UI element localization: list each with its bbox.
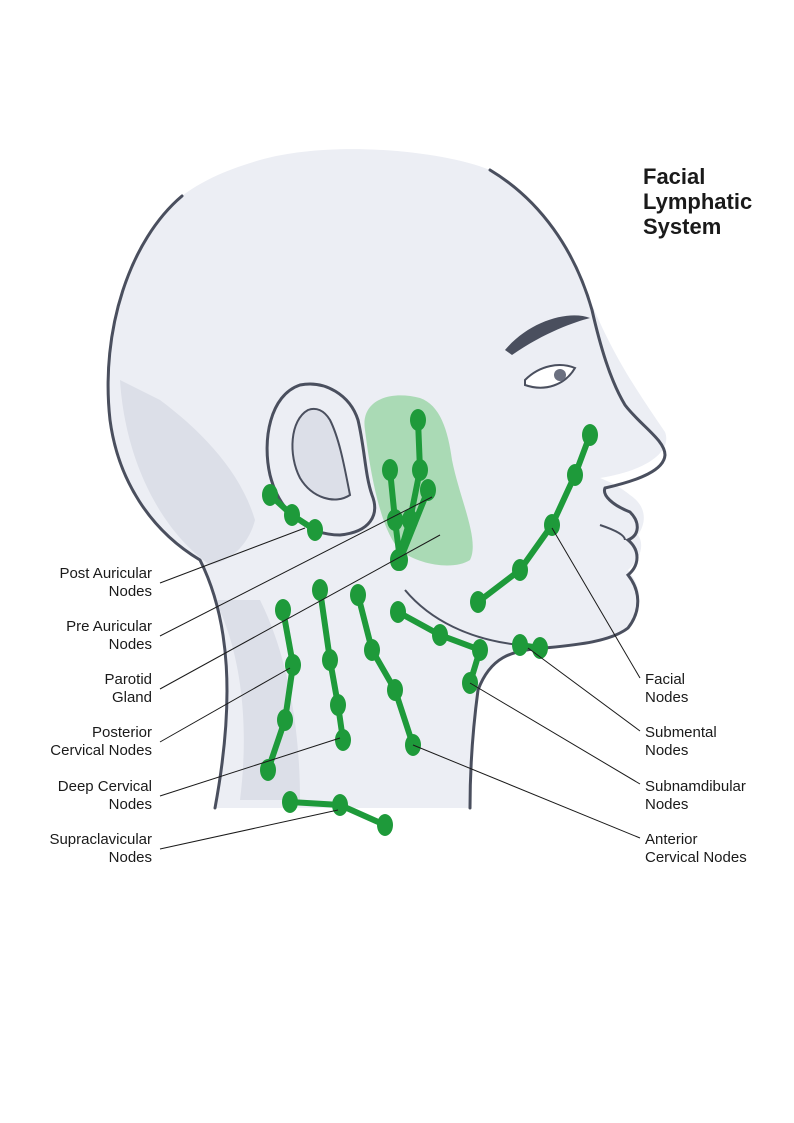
submandibular-node-chain (395, 609, 484, 686)
leader-supraclavicular (159, 809, 339, 850)
lymph-node (262, 484, 278, 506)
lymph-node (332, 794, 348, 816)
label-posterior-cervical-nodes: Posterior Cervical Nodes (50, 724, 152, 759)
label-supraclavicular-nodes: Supraclavicular Nodes (49, 831, 152, 866)
lymph-node (567, 464, 583, 486)
lymph-node (260, 759, 276, 781)
lymph-node (387, 679, 403, 701)
leader-facial (551, 527, 641, 679)
lymph-node (390, 601, 406, 623)
posterior-cervical-node-chain (265, 607, 297, 773)
lymph-node (382, 459, 398, 481)
anterior-cervical-node-chain (355, 592, 416, 748)
lymph-node (350, 584, 366, 606)
leader-pre-auricular (159, 496, 433, 637)
lymph-node (412, 459, 428, 481)
leader-post-auricular (159, 527, 306, 584)
head-shading (120, 380, 255, 565)
label-deep-cervical-nodes: Deep Cervical Nodes (57, 778, 152, 813)
lips (599, 524, 626, 541)
lymph-node (275, 599, 291, 621)
jaw-line (404, 589, 521, 646)
title-line-3: System (643, 214, 722, 239)
lymph-node (335, 729, 351, 751)
lymph-node (470, 591, 486, 613)
lymph-node (512, 634, 528, 656)
lymph-node (285, 654, 301, 676)
lymph-node (330, 694, 346, 716)
label-parotid-gland: Parotid Gland (104, 671, 152, 706)
leader-parotid (159, 534, 441, 690)
lymph-node (544, 514, 560, 536)
lymph-node (420, 479, 436, 501)
label-post-auricular-nodes: Post Auricular Nodes (59, 565, 152, 600)
leader-anterior-cervical (412, 744, 641, 839)
leader-submandibular (469, 682, 641, 785)
label-submental-nodes: Submental Nodes (645, 724, 717, 759)
pre-auricular-node-chain (395, 417, 424, 563)
lymph-node (512, 559, 528, 581)
leader-posterior-cervical (159, 667, 291, 743)
deep-cervical-node-chain (317, 587, 346, 743)
leader-lines (159, 496, 641, 850)
lymph-node (307, 519, 323, 541)
title-line-2: Lymphatic (643, 189, 753, 214)
parotid-node-chain (387, 467, 431, 562)
diagram-title: Facial Lymphatic System (643, 164, 752, 239)
eyebrow (505, 315, 590, 355)
lymph-node (377, 814, 393, 836)
lymph-node (282, 791, 298, 813)
lymph-node (532, 637, 548, 659)
neck-shading (215, 600, 300, 800)
back-of-head-outline (106, 194, 229, 810)
lymph-node (410, 409, 426, 431)
label-pre-auricular-nodes: Pre Auricular Nodes (66, 618, 152, 653)
lymph-node (312, 579, 328, 601)
label-submandibular-nodes: Subnamdibular Nodes (645, 778, 746, 813)
label-facial-nodes: Facial Nodes (645, 671, 689, 706)
lymph-node (284, 504, 300, 526)
leader-deep-cervical (159, 737, 341, 797)
title-line-1: Facial (643, 164, 706, 189)
ear-inner (291, 407, 352, 501)
lymph-node (364, 639, 380, 661)
leader-submental (527, 647, 641, 732)
lymph-node (432, 624, 448, 646)
lymph-node (277, 709, 293, 731)
lymph-node (582, 424, 598, 446)
lymph-node (387, 509, 403, 531)
lymph-node (472, 639, 488, 661)
eye-iris (554, 369, 566, 381)
label-anterior-cervical-nodes: Anterior Cervical Nodes (645, 831, 747, 866)
lymph-node (322, 649, 338, 671)
